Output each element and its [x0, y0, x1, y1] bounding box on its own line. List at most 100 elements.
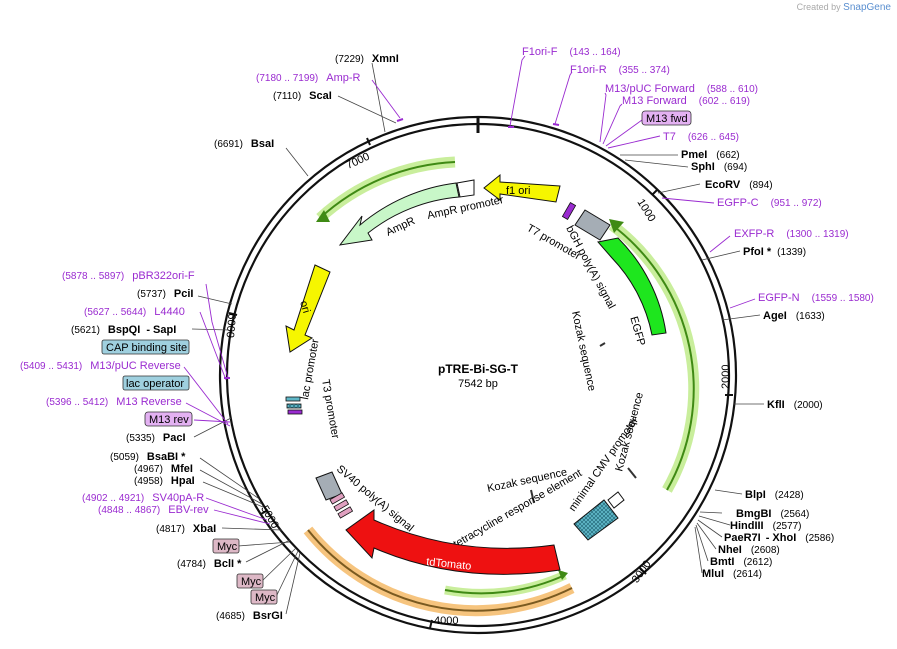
sites-left: (7229)XmnI (7110)ScaI (6691)BsaI (5737)P…: [71, 53, 399, 622]
primer-egfp-c: EGFP-C: [717, 197, 759, 209]
svg-text:AgeI(1633): AgeI(1633): [763, 310, 825, 322]
svg-text:(4958)HpaI: (4958)HpaI: [134, 475, 195, 487]
feature-kozak-1: Kozak sequence: [569, 310, 606, 392]
myc-label-1: Myc: [217, 541, 238, 553]
site-bsrgi: BsrGI: [253, 610, 283, 622]
site-xhoi: - XhoI: [766, 532, 797, 544]
m13-fwd-box: [641, 110, 692, 126]
label-kozak-1: Kozak sequence: [569, 310, 598, 392]
primer-m13-fwd-pos: (602 .. 619): [699, 96, 750, 107]
primer-f1ori-r: F1ori-R: [570, 64, 607, 76]
watermark-created-by: Created by: [796, 2, 841, 12]
site-xmni-pos: (7229): [335, 54, 364, 65]
site-sphi-pos: (694): [724, 162, 747, 173]
primer-ebv-rev: EBV-rev: [168, 504, 209, 516]
site-hindiii: HindIII: [730, 520, 764, 532]
svg-text:(4817)XbaI: (4817) XbaI: [156, 523, 216, 535]
svg-text:(6691)BsaI: (6691) BsaI: [214, 138, 274, 150]
lac-operator-box: [122, 375, 190, 391]
site-scai-pos: (7110): [273, 91, 301, 102]
site-paer7i: PaeR7I: [724, 532, 761, 544]
svg-text:T7(626 .. 645): T7(626 .. 645): [663, 131, 739, 143]
label-lac-promoter: lac promoter: [299, 338, 321, 401]
site-bsabi: BsaBI *: [147, 451, 186, 463]
site-mfei-pos: (4967): [134, 464, 163, 475]
site-bsai-pos: (6691): [214, 139, 243, 150]
site-kfli-pos: (2000): [794, 400, 823, 411]
svg-text:(5059)BsaBI *: (5059) BsaBI *: [110, 451, 186, 463]
svg-text:EGFP-N(1559 .. 1580): EGFP-N(1559 .. 1580): [758, 292, 874, 304]
primers-left: (7180 .. 7199)Amp-R (5878 .. 5897)pBR322…: [20, 72, 404, 605]
plasmid-center-label: pTRE-Bi-SG-T 7542 bp: [438, 362, 519, 390]
primer-m13-rev: M13 Reverse: [116, 396, 181, 408]
site-bsai: BsaI: [251, 138, 274, 150]
svg-text:NheI(2608): NheI(2608): [718, 544, 780, 556]
svg-text:PmeI(662): PmeI(662): [681, 149, 740, 161]
m13-fwd-box-label: M13 fwd: [646, 113, 688, 125]
site-hpai-pos: (4958): [134, 476, 163, 487]
watermark-brand: SnapGene: [843, 2, 891, 13]
site-bmgbi-pos: (2564): [780, 509, 809, 520]
svg-text:BlpI(2428): BlpI(2428): [745, 489, 804, 501]
site-bcli: BclI *: [214, 558, 242, 570]
primer-amp-r-pos: (7180 .. 7199): [256, 73, 318, 84]
site-bmti: BmtI: [710, 556, 734, 568]
site-xbai-pos: (4817): [156, 524, 185, 535]
svg-text:(4784)BclI *: (4784) BclI *: [177, 558, 242, 570]
primer-m13-fwd: M13 Forward: [622, 95, 687, 107]
site-bmti-pos: (2612): [743, 557, 772, 568]
plasmid-name: pTRE-Bi-SG-T: [438, 362, 519, 376]
primer-l4440: L4440: [154, 306, 185, 318]
label-min-cmv: minimal CMV promoter: [567, 414, 642, 513]
label-tdtomato: tdTomato: [426, 556, 472, 573]
svg-text:HindIII(2577): HindIII (2577): [730, 520, 802, 532]
svg-text:EGFP-C(951 .. 972): EGFP-C (951 .. 972): [717, 197, 822, 209]
svg-text:(4902 .. 4921)SV40pA-R: (4902 .. 4921)SV40pA-R: [82, 492, 204, 504]
primer-ebv-rev-pos: (4848 .. 4867): [98, 505, 160, 516]
svg-text:(5335)PacI: (5335)PacI: [126, 432, 186, 444]
site-pcii-pos: (5737): [137, 289, 166, 300]
site-mlui-pos: (2614): [733, 569, 762, 580]
tick-label-6000: 6000: [223, 313, 237, 338]
label-t3-promoter: T3 promoter: [319, 378, 341, 439]
svg-text:KflI(2000): KflI (2000): [767, 399, 823, 411]
lac-operator-label: lac operator: [126, 378, 184, 390]
svg-text:BmgBI(2564): BmgBI(2564): [736, 508, 809, 520]
primer-l4440-pos: (5627 .. 5644): [84, 307, 146, 318]
feature-ori: ori: [285, 264, 331, 353]
primer-egfp-c-pos: (951 .. 972): [771, 198, 822, 209]
site-ecorv-pos: (894): [749, 180, 772, 191]
feature-min-cmv: minimal CMV promoter: [567, 414, 642, 513]
site-mlui: MluI: [702, 568, 724, 580]
tick-label-1000: 1000: [635, 197, 658, 224]
feature-bgh-polya: bGH poly(A) signal: [563, 209, 617, 311]
site-bcli-pos: (4784): [177, 559, 206, 570]
site-agei: AgeI: [763, 310, 787, 322]
tick-label-3000: 3000: [630, 558, 654, 585]
site-xmni: XmnI: [372, 53, 399, 65]
site-kfli: KflI: [767, 399, 785, 411]
svg-text:F1ori-R(355 .. 374): F1ori-R(355 .. 374): [570, 64, 670, 76]
feature-f1ori: f1 ori: [483, 173, 561, 203]
site-paci: PacI: [163, 432, 186, 444]
primer-sv40pa-r-pos: (4902 .. 4921): [82, 493, 144, 504]
site-hindiii-pos: (2577): [773, 521, 802, 532]
svg-text:EcoRV(894): EcoRV(894): [705, 179, 773, 191]
site-bsrgi-pos: (4685): [216, 611, 245, 622]
primer-f1ori-f: F1ori-F: [522, 46, 558, 58]
site-pcii: PciI: [174, 288, 194, 300]
site-xbai: XbaI: [193, 523, 216, 535]
snapgene-watermark: Created by SnapGene: [797, 2, 891, 13]
svg-text:F1ori-F(143 .. 164): F1ori-F(143 .. 164): [522, 46, 621, 58]
site-bsabi-pos: (5059): [110, 452, 139, 463]
site-blpi-pos: (2428): [775, 490, 804, 501]
feature-tdtomato: tdTomato: [345, 509, 561, 575]
svg-text:BmtI(2612): BmtI (2612): [710, 556, 772, 568]
site-bspqi-pos: (5621): [71, 325, 100, 336]
site-pmei: PmeI: [681, 149, 707, 161]
primer-m13-puc-fwd: M13/pUC Forward: [605, 83, 695, 95]
site-sphi: SphI: [691, 161, 715, 173]
m13-rev-box-label: M13 rev: [149, 414, 189, 426]
primer-pbr322ori-f-pos: (5878 .. 5897): [62, 271, 124, 282]
site-nhei-pos: (2608): [751, 545, 780, 556]
